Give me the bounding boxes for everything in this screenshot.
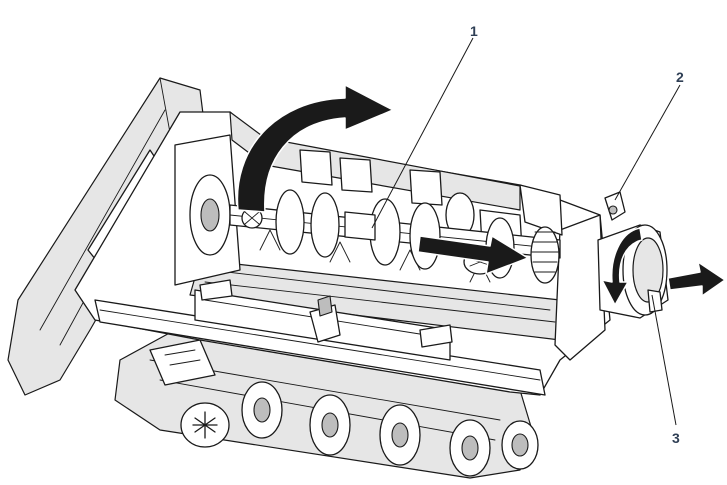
- lower-base-assembly: [114, 329, 539, 479]
- callout-2: 2: [614, 69, 684, 201]
- spring-clip: [241, 207, 263, 229]
- rotate-up-arrow: [236, 84, 394, 213]
- base-roller-2: [309, 394, 351, 456]
- knob-latch: [604, 191, 626, 221]
- gear-knob: [180, 402, 230, 448]
- drive-gear: [530, 226, 560, 284]
- paper-guide-plate: [194, 279, 453, 361]
- release-lever: [309, 295, 341, 343]
- pull-right-arrow: [667, 261, 726, 297]
- callout-1: 1: [371, 23, 478, 229]
- roller-disc-1: [275, 189, 305, 255]
- callout-2-label: 2: [676, 69, 684, 85]
- main-chassis-frame: [74, 111, 611, 396]
- knob-rotate-arrow: [601, 227, 643, 306]
- slide-right-arrow: [417, 235, 529, 275]
- callout-1-label: 1: [470, 23, 478, 39]
- callout-3-label: 3: [672, 430, 680, 446]
- base-roller-3: [379, 404, 421, 466]
- roller-disc-2: [310, 192, 340, 258]
- base-roller-1: [241, 381, 283, 439]
- end-wheel: [501, 420, 539, 470]
- callout-3: 3: [651, 294, 680, 446]
- base-roller-4: [449, 419, 491, 477]
- lower-bracket: [149, 339, 216, 386]
